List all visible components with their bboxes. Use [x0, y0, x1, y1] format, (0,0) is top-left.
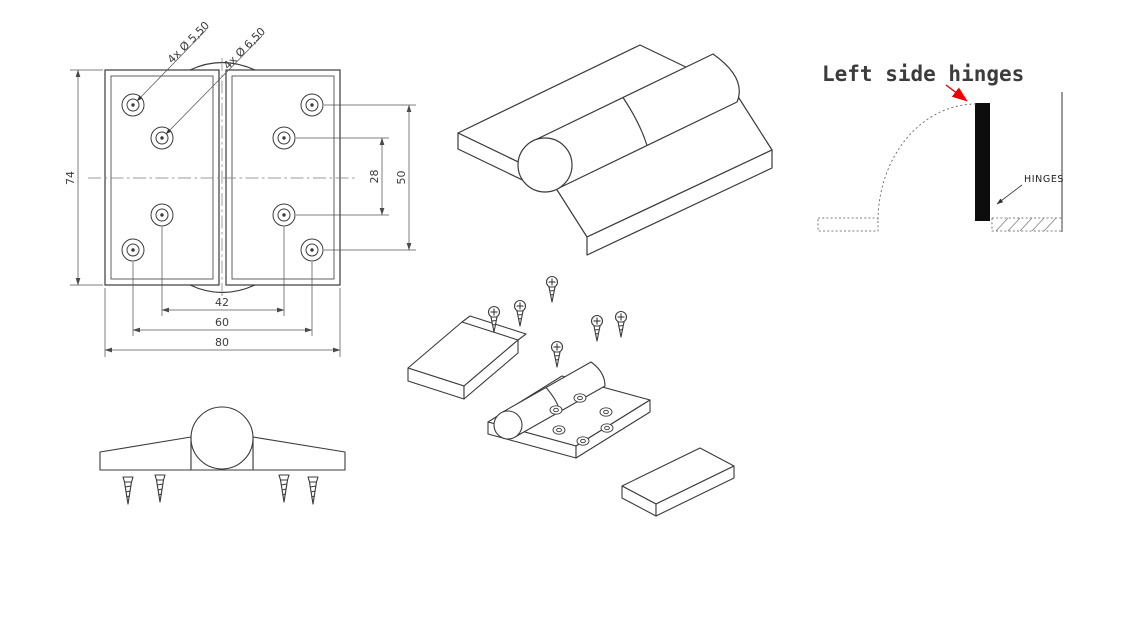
iso-right-leaf-edge — [586, 149, 773, 256]
front-view-holes — [121, 93, 324, 262]
exploded-view — [407, 275, 735, 517]
screw — [278, 474, 290, 503]
front-view-centerlines — [88, 58, 357, 298]
body-holes — [549, 393, 614, 446]
front-view-dimensions — [70, 29, 416, 357]
wall-left — [817, 217, 879, 232]
side-right-wing — [252, 436, 346, 471]
exploded-cover-cap-top — [407, 315, 527, 400]
wall-right — [991, 217, 1063, 232]
screw — [487, 305, 501, 333]
iso-barrel-end — [517, 137, 573, 193]
wall-right-hatch — [995, 217, 1057, 232]
knuckle-bottom — [189, 284, 256, 294]
dim-vert-outer: 50 — [395, 171, 408, 185]
hinges-leader — [996, 184, 1023, 205]
screw-hole — [150, 126, 174, 150]
dim-height: 74 — [64, 171, 77, 185]
screw — [590, 314, 604, 342]
screw-hole — [300, 238, 324, 262]
screw-hole — [150, 203, 174, 227]
dim-span-outer: 60 — [215, 316, 229, 329]
callout-large-holes: 4x Ø 6,50 — [221, 25, 268, 72]
door-swing-diagram: Left side hinges HINGES — [817, 62, 1064, 232]
screw-hole — [272, 203, 296, 227]
screw — [614, 310, 628, 338]
hinges-label: HINGES — [1024, 174, 1064, 185]
screw — [550, 340, 564, 368]
front-view-dimension-texts: 74 80 60 42 28 50 4x Ø 5,50 4x Ø 6,50 — [64, 19, 408, 349]
screw — [122, 476, 134, 505]
side-barrel-circle — [190, 406, 254, 470]
dim-width: 80 — [215, 336, 229, 349]
screw-hole — [121, 93, 145, 117]
screw-hole — [272, 126, 296, 150]
screw — [154, 474, 166, 503]
dim-span-inner: 42 — [215, 296, 229, 309]
dim-vert-inner: 28 — [368, 170, 381, 184]
screw-hole — [300, 93, 324, 117]
exploded-screws — [487, 275, 628, 368]
screw — [307, 476, 319, 505]
door-swing-arc — [877, 103, 977, 222]
side-left-wing — [99, 436, 192, 471]
diagram-title: Left side hinges — [822, 62, 1024, 86]
iso-barrel-seam — [622, 97, 648, 146]
door-leaf — [975, 103, 990, 221]
screw-hole — [121, 238, 145, 262]
isometric-view — [457, 44, 773, 256]
screw — [545, 275, 559, 303]
callout-small-holes: 4x Ø 5,50 — [165, 19, 212, 66]
screw — [513, 299, 527, 327]
exploded-cover-cap-bottom — [621, 447, 735, 517]
side-view — [99, 406, 346, 505]
exploded-hinge-body — [487, 361, 651, 459]
title-leader-arrow — [945, 84, 968, 102]
